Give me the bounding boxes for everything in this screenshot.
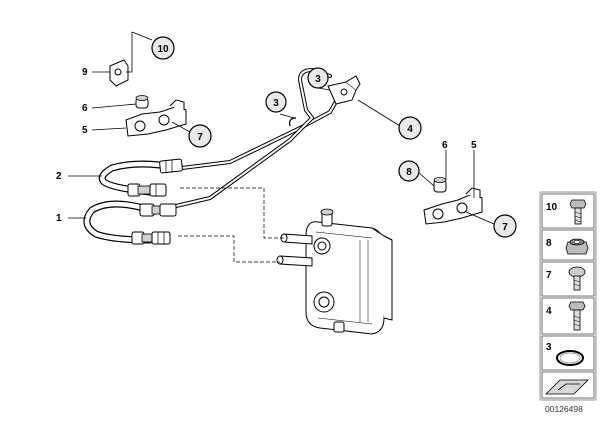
nut-icon [565, 238, 589, 255]
callout-7-right: 7 [493, 214, 517, 238]
callout-3-pipe: 3 [265, 91, 287, 113]
label-9: 9 [82, 67, 88, 78]
callout-8: 8 [398, 160, 420, 182]
bolt-icon [568, 301, 586, 331]
leader-lines [68, 31, 495, 263]
callout-10: 10 [151, 36, 175, 60]
callout-7-right-label: 7 [502, 222, 508, 233]
bolt-icon [569, 199, 587, 225]
legend-item-7-label: 7 [546, 270, 552, 281]
legend-item-4-label: 4 [546, 306, 552, 317]
callout-8-label: 8 [406, 167, 412, 178]
label-1: 1 [56, 213, 62, 224]
clamp-part-5-left [125, 99, 187, 137]
hose-line-2 [98, 160, 182, 196]
callout-7-left-label: 7 [197, 132, 203, 143]
legend-item-8-label: 8 [546, 238, 552, 249]
legend-item-gasket [541, 371, 595, 399]
legend-item-10: 10 [541, 193, 595, 229]
label-6-left: 6 [82, 103, 88, 114]
callout-3-flange: 3 [307, 67, 329, 89]
callout-7-left: 7 [188, 124, 212, 148]
pipe-flange [327, 75, 361, 105]
gasket-strip-icon [545, 379, 589, 395]
legend-item-7: 7 [541, 261, 595, 297]
clamp-part-5-right [423, 187, 483, 225]
legend-item-8: 8 [541, 229, 595, 261]
grommet-part-6-left [135, 95, 149, 109]
bracket-part-9 [109, 59, 129, 87]
label-2: 2 [56, 171, 62, 182]
screw-icon [568, 266, 586, 291]
oil-cooler [276, 208, 393, 335]
legend-item-4: 4 [541, 297, 595, 335]
callout-3-flange-label: 3 [315, 74, 321, 85]
callout-10-label: 10 [157, 44, 169, 55]
hose-line-1 [83, 200, 154, 244]
callout-4-label: 4 [407, 124, 413, 135]
legend-item-3: 3 [541, 335, 595, 371]
label-5-right: 5 [471, 140, 477, 151]
callout-3-pipe-label: 3 [273, 98, 279, 109]
grommet-part-6-right [433, 177, 447, 193]
legend-panel: 10 8 7 [539, 191, 597, 401]
oil-pipe-lower [174, 68, 332, 208]
hose-fittings [127, 158, 183, 245]
legend-item-3-label: 3 [546, 342, 552, 353]
callout-4: 4 [398, 116, 422, 140]
legend-item-10-label: 10 [546, 202, 558, 213]
o-ring-icon [556, 350, 584, 366]
document-number: 00126498 [545, 404, 583, 414]
label-5-left: 5 [82, 125, 88, 136]
pipe-hook [289, 117, 297, 127]
label-6-right: 6 [442, 140, 448, 151]
